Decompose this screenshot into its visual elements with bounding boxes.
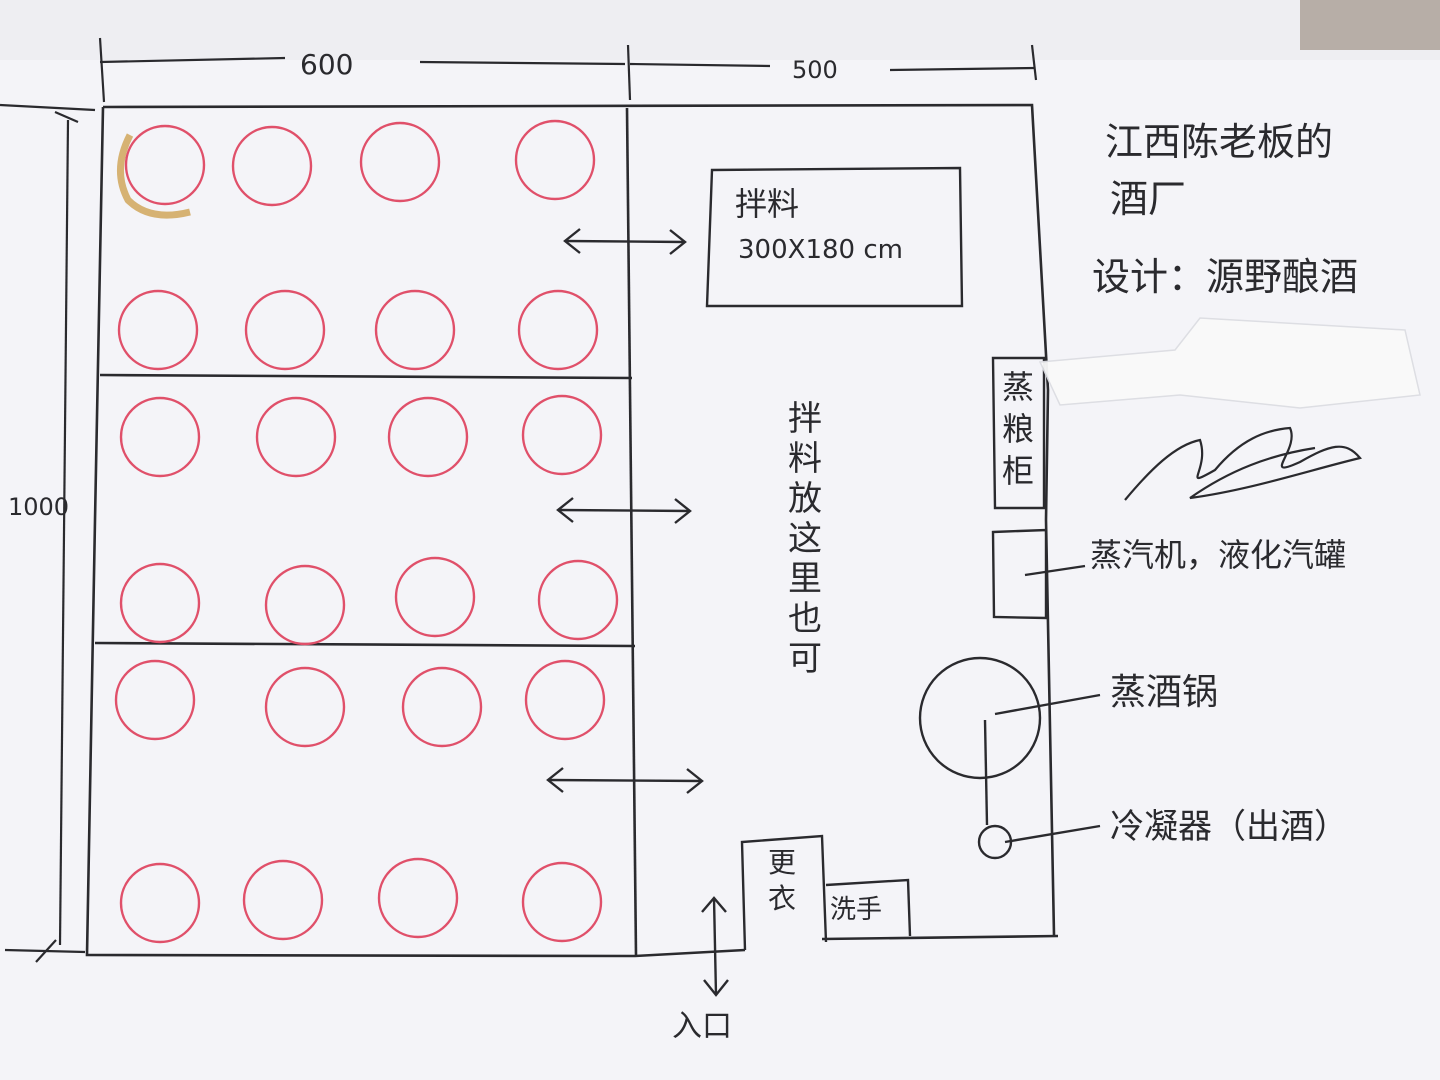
designer-label: 设计：源野酿酒 — [1092, 255, 1358, 299]
fermentation-vat — [242, 859, 324, 941]
fermentation-vat — [537, 559, 619, 641]
entrance-label: 入口 — [672, 1009, 732, 1044]
fermentation-vats — [114, 119, 619, 944]
fermentation-vat — [255, 396, 337, 478]
fermentation-vat — [264, 666, 346, 748]
boiler-label: 蒸汽机，液化汽罐 — [1090, 536, 1346, 574]
grain-cabinet-box — [991, 356, 1046, 510]
dim-600: 600 — [300, 48, 353, 81]
grain-cabinet-label: 蒸粮柜 — [1002, 368, 1034, 490]
fermentation-vat — [119, 396, 201, 478]
boiler-box — [991, 528, 1048, 620]
fermentation-vat — [521, 861, 603, 943]
mixing-table-size: 300X180 cm — [738, 235, 903, 265]
fermentation-vat — [231, 125, 313, 207]
double-arrows — [546, 228, 729, 997]
title-line2: 酒厂 — [1110, 177, 1186, 221]
dimension-lines — [0, 37, 1038, 963]
washing-room-label: 洗手 — [830, 895, 882, 925]
mixing-alt-label: 拌料放这里也可 — [788, 399, 822, 679]
fermentation-vat — [401, 666, 483, 748]
fermentation-vat — [244, 289, 326, 371]
mixing-table-label: 拌料 — [735, 185, 799, 223]
washing-room — [825, 878, 912, 937]
fermentation-vat — [517, 289, 599, 371]
still-pot — [918, 656, 1042, 780]
fermentation-vat — [359, 121, 441, 203]
fermentation-vat — [524, 659, 606, 741]
changing-room-label: 更衣 — [768, 846, 796, 915]
fermentation-vat — [117, 289, 199, 371]
fermentation-vat — [114, 659, 196, 741]
fermentation-vat — [394, 556, 476, 638]
fermentation-vat — [264, 564, 346, 646]
stain-mark — [116, 133, 191, 219]
still-leader — [994, 693, 1101, 716]
boiler-leader — [1024, 564, 1086, 577]
changing-room — [740, 834, 828, 951]
dim-1000: 1000 — [8, 493, 69, 521]
condenser-label: 冷凝器（出酒） — [1110, 807, 1348, 847]
dim-500: 500 — [792, 56, 838, 84]
signature-scribble — [1124, 426, 1362, 501]
fermentation-vat — [119, 862, 201, 944]
still-label: 蒸酒锅 — [1110, 672, 1218, 713]
mixing-table — [705, 166, 964, 308]
fermentation-vat — [377, 857, 459, 939]
fermentation-vat — [124, 124, 206, 206]
fermentation-vat — [374, 289, 456, 371]
title-line1: 江西陈老板的 — [1105, 120, 1333, 164]
fermentation-vat — [514, 119, 596, 201]
condenser-leader — [1004, 824, 1101, 844]
paper-shadow-top — [0, 0, 1440, 60]
tape-strip — [1038, 317, 1421, 409]
background-corner — [1300, 0, 1440, 50]
fermentation-vat — [521, 394, 603, 476]
fermentation-vat — [119, 562, 201, 644]
fermentation-vat — [387, 396, 469, 478]
still-pipe — [983, 719, 989, 826]
building-outline — [85, 103, 1059, 958]
